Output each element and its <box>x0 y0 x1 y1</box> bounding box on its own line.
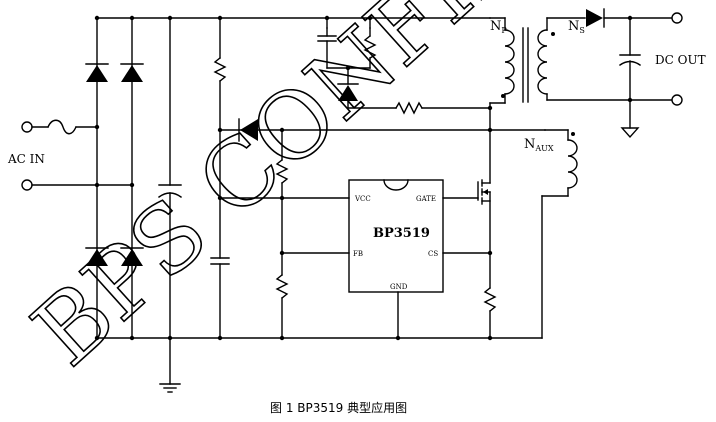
vcc-capacitor <box>210 257 230 341</box>
mosfet-icon <box>477 129 491 289</box>
diode-icon <box>586 8 605 28</box>
ic-name: BP3519 <box>373 226 430 241</box>
diode-icon <box>85 247 109 266</box>
pin-gate: GATE <box>416 195 436 203</box>
output-ground-icon <box>620 127 640 139</box>
ns-label: NS <box>568 19 585 35</box>
pin-fb: FB <box>353 250 363 258</box>
ic-bp3519 <box>348 179 444 293</box>
diode-icon <box>120 63 144 82</box>
transformer <box>489 17 555 131</box>
dc-out-label: DC OUT <box>655 53 706 67</box>
pin-cs: CS <box>428 250 438 258</box>
diode-icon <box>120 247 144 266</box>
watermark: BPS CONFIDE <box>12 0 597 387</box>
snubber-network <box>317 15 493 115</box>
fuse-icon <box>47 119 77 135</box>
diode-icon <box>85 63 109 82</box>
bridge-rectifier <box>85 15 144 341</box>
aux-winding <box>541 129 578 339</box>
svg-text:BPS CONFIDE: BPS CONFIDE <box>13 0 597 386</box>
naux-label: NAUX <box>524 137 554 153</box>
diode-icon <box>238 118 258 142</box>
ground-icon <box>159 383 181 393</box>
diode-icon <box>337 83 359 101</box>
bulk-capacitor <box>158 15 182 385</box>
figure-caption: 图 1 BP3519 典型应用图 <box>270 400 407 415</box>
output-stage <box>546 8 683 139</box>
pin-gnd: GND <box>390 283 408 291</box>
current-sense-resistor <box>483 287 497 341</box>
aux-diode-row <box>219 118 546 142</box>
pin-vcc: VCC <box>354 195 371 203</box>
np-label: NP <box>490 19 507 35</box>
ac-in-label: AC IN <box>7 152 45 166</box>
